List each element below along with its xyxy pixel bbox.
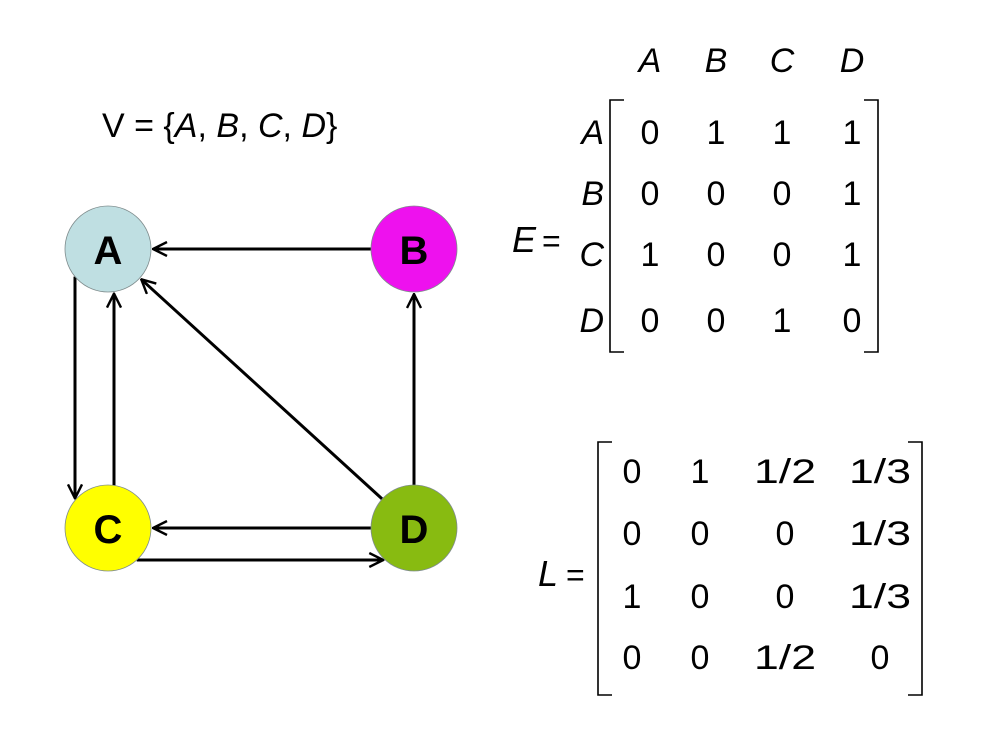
matrix-e-col-header-a: A <box>637 42 662 80</box>
vertex-d-circle <box>370 484 458 572</box>
matrix-e-col-header-b: B <box>705 42 728 80</box>
matrix-l-cell-r3-c4-text: 1/3 <box>849 578 911 616</box>
graph-vertices: A B C D <box>64 205 458 572</box>
vertex-b-label: B <box>400 229 429 273</box>
directed-graph: A B C D <box>64 205 458 572</box>
matrix-e-row-header-b: B <box>581 175 604 213</box>
matrix-l-cell-r1-c4: 1/3 <box>849 453 911 491</box>
vertex-c: C <box>64 484 152 572</box>
vertex-c-label: C <box>94 508 123 552</box>
matrix-l-cell-r1-c3-text: 1/2 <box>754 453 816 491</box>
matrix-e-cell-r1-c1: 0 <box>641 114 660 152</box>
matrix-e-col-header-d: D <box>840 42 865 80</box>
matrix-l-cell-r4-c3-text: 1/2 <box>754 639 816 677</box>
matrix-l-cell-r1-c4-text: 1/3 <box>849 453 911 491</box>
matrix-e-left-bracket <box>609 99 624 353</box>
vertex-set-item-d: D <box>301 107 326 145</box>
vertex-set-label: V = {A, B, C, D} <box>102 107 337 145</box>
vertex-set-separator: , <box>197 107 216 145</box>
matrix-l-cell-r2-c3: 0 <box>776 515 795 553</box>
matrix-l-cell-r2-c4: 1/3 <box>849 515 911 553</box>
matrix-e-row-header-a: A <box>579 114 604 152</box>
vertex-set-item-a: A <box>173 107 198 145</box>
matrix-e-cell-r1-c2: 1 <box>707 114 726 152</box>
matrix-l-cell-r2-c4-text: 1/3 <box>849 515 911 553</box>
graph-edges <box>75 249 414 560</box>
matrix-l-cell-r3-c2: 0 <box>691 578 710 616</box>
matrix-e-cell-r4-c2: 0 <box>707 302 726 340</box>
matrix-e-cell-r1-c4: 1 <box>843 114 862 152</box>
matrix-l-cell-r4-c4: 0 <box>871 639 890 677</box>
vertex-c-circle <box>64 484 152 572</box>
matrix-l-cells: 0 1 1/2 1/3 0 0 0 1/3 1 0 0 1/3 0 0 1/2 0 <box>623 453 911 677</box>
matrix-e-cell-r4-c4: 0 <box>843 302 862 340</box>
matrix-l-right-bracket <box>908 441 923 696</box>
vertex-set-separator: , <box>283 107 302 145</box>
matrix-l-cell-r3-c4: 1/3 <box>849 578 911 616</box>
matrix-e-cell-r2-c2: 0 <box>707 175 726 213</box>
matrix-e-name: E <box>512 219 537 260</box>
vertex-a-circle <box>64 205 152 293</box>
matrix-e-cell-r1-c3: 1 <box>773 114 792 152</box>
matrix-e-cells: 0 1 1 1 0 0 0 1 1 0 0 1 0 0 1 0 <box>641 114 862 340</box>
matrix-e-equals-sign: = <box>542 223 561 259</box>
matrix-l-cell-r2-c1: 0 <box>623 515 642 553</box>
vertex-set-item-c: C <box>258 107 283 145</box>
edge-d-to-a <box>141 279 387 503</box>
matrix-e-cell-r2-c1: 0 <box>641 175 660 213</box>
matrix-e-cell-r4-c1: 0 <box>641 302 660 340</box>
matrix-e-cell-r3-c1: 1 <box>641 236 660 274</box>
matrix-l-cell-r4-c2: 0 <box>691 639 710 677</box>
vertex-set-suffix: } <box>326 107 337 145</box>
matrix-e-right-bracket <box>864 99 879 353</box>
matrix-l-cell-r1-c2: 1 <box>691 453 710 491</box>
matrix-e-cell-r2-c4: 1 <box>843 175 862 213</box>
matrix-l-cell-r1-c1: 0 <box>623 453 642 491</box>
matrix-l-name: L <box>538 553 558 594</box>
vertex-set-separator: , <box>239 107 258 145</box>
matrix-e-row-header-d: D <box>579 302 604 340</box>
matrix-e-cell-r2-c3: 0 <box>773 175 792 213</box>
matrix-l-cell-r2-c2: 0 <box>691 515 710 553</box>
vertex-b: B <box>370 205 458 293</box>
matrix-e-cell-r4-c3: 1 <box>773 302 792 340</box>
vertex-b-circle <box>370 205 458 293</box>
matrix-e-cell-r3-c4: 1 <box>843 236 862 274</box>
vertex-a: A <box>64 205 152 293</box>
matrix-l-cell-r4-c1: 0 <box>623 639 642 677</box>
matrix-e-cell-r3-c3: 0 <box>773 236 792 274</box>
matrix-l-cell-r4-c3: 1/2 <box>754 639 816 677</box>
vertex-a-label: A <box>94 229 123 273</box>
matrix-e-col-header-c: C <box>770 42 795 80</box>
matrix-e-column-headers: A B C D <box>637 42 865 80</box>
matrix-l-cell-r1-c3: 1/2 <box>754 453 816 491</box>
vertex-set-item-b: B <box>216 107 239 145</box>
matrix-l-cell-r3-c1: 1 <box>623 578 642 616</box>
matrix-l: L = 0 1 1/2 1/3 0 0 0 1/3 1 0 0 1/3 0 0 1/2 0 <box>538 441 923 696</box>
matrix-e-cell-r3-c2: 0 <box>707 236 726 274</box>
vertex-d: D <box>370 484 458 572</box>
matrix-e-row-header-c: C <box>579 236 604 274</box>
vertex-d-label: D <box>400 508 429 552</box>
matrix-l-equals-sign: = <box>566 557 585 593</box>
matrix-l-left-bracket <box>597 441 612 696</box>
matrix-l-cell-r3-c3: 0 <box>776 578 795 616</box>
vertex-set-prefix: V = { <box>102 107 175 145</box>
